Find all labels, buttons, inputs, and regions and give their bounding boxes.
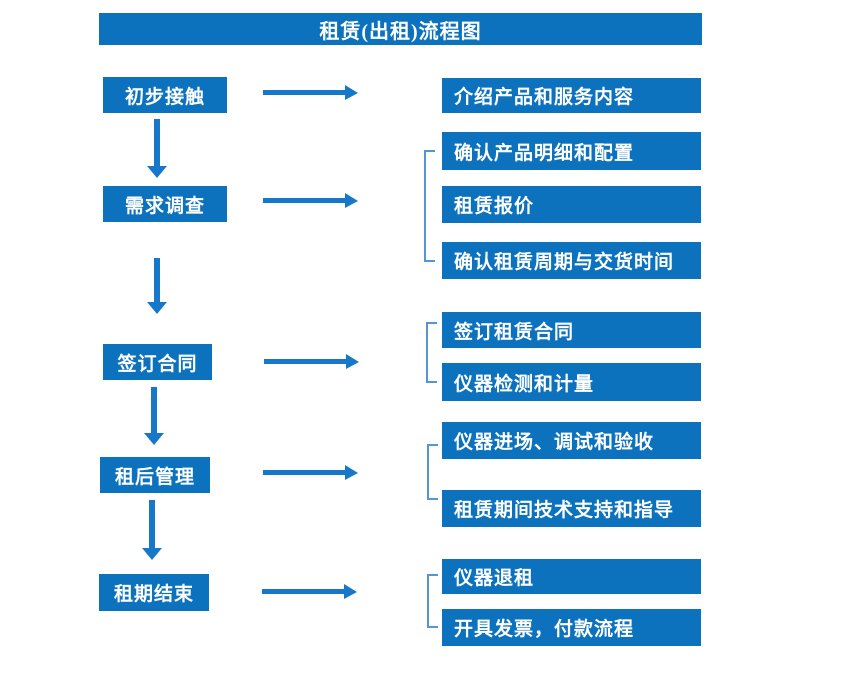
output-invoice-payment-process: 开具发票，付款流程: [442, 609, 701, 646]
arrow-right-3: [264, 354, 359, 369]
output-confirm-rental-period-delivery: 确认租赁周期与交货时间: [442, 242, 701, 279]
output-instrument-entry-debug-acceptance: 仪器进场、调试和验收: [442, 422, 701, 459]
arrow-right-1: [263, 85, 358, 100]
stage-sign-contract: 签订合同: [103, 344, 212, 380]
output-instrument-return: 仪器退租: [442, 559, 701, 594]
bracket-group-4: [427, 444, 438, 500]
bracket-group-3: [426, 322, 437, 383]
arrow-right-2: [263, 193, 358, 208]
arrow-right-5: [262, 584, 357, 599]
bracket-group-2: [424, 150, 435, 262]
output-rental-tech-support-guidance: 租赁期间技术支持和指导: [442, 490, 701, 527]
flowchart-title: 租赁(出租)流程图: [99, 13, 702, 45]
stage-initial-contact: 初步接触: [103, 77, 227, 113]
bracket-group-5: [427, 574, 438, 628]
output-instrument-testing-measurement: 仪器检测和计量: [442, 363, 701, 401]
output-introduce-products-services: 介绍产品和服务内容: [442, 78, 701, 113]
stage-rental-end: 租期结束: [99, 574, 209, 611]
stage-post-rental-management: 租后管理: [100, 457, 210, 493]
output-confirm-product-details: 确认产品明细和配置: [442, 132, 701, 170]
output-rental-quote: 租赁报价: [442, 186, 701, 223]
stage-demand-survey: 需求调查: [103, 186, 227, 222]
arrow-right-4: [263, 465, 358, 480]
output-sign-rental-contract: 签订租赁合同: [442, 312, 701, 348]
